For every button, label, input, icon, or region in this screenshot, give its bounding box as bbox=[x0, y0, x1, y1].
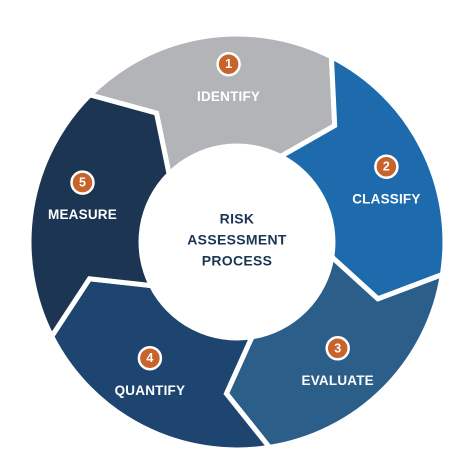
center-title-line-1: RISK bbox=[220, 211, 255, 227]
step-label: EVALUATE bbox=[302, 373, 374, 388]
step-number-badge bbox=[216, 51, 241, 77]
step-number: 1 bbox=[225, 57, 232, 71]
step-segment bbox=[85, 31, 338, 180]
step-label: MEASURE bbox=[48, 207, 117, 222]
step-number: 5 bbox=[79, 176, 86, 190]
step-segment bbox=[26, 92, 172, 342]
center-title-line-2: ASSESSMENT bbox=[187, 232, 287, 248]
step-number-badge bbox=[325, 336, 350, 361]
step-label: QUANTIFY bbox=[115, 383, 186, 398]
step-number-badge bbox=[374, 154, 399, 179]
center-title-line-3: PROCESS bbox=[202, 253, 273, 269]
step-label: IDENTIFY bbox=[197, 89, 260, 104]
step-number: 2 bbox=[383, 160, 390, 174]
center-circle bbox=[143, 148, 331, 336]
step-number-badge bbox=[137, 345, 163, 371]
step-label: CLASSIFY bbox=[352, 191, 420, 206]
step-segment bbox=[48, 276, 275, 453]
step-number-badge bbox=[70, 170, 95, 195]
step-segment bbox=[275, 52, 448, 302]
step-number: 3 bbox=[334, 341, 341, 355]
step-number: 4 bbox=[146, 351, 153, 365]
